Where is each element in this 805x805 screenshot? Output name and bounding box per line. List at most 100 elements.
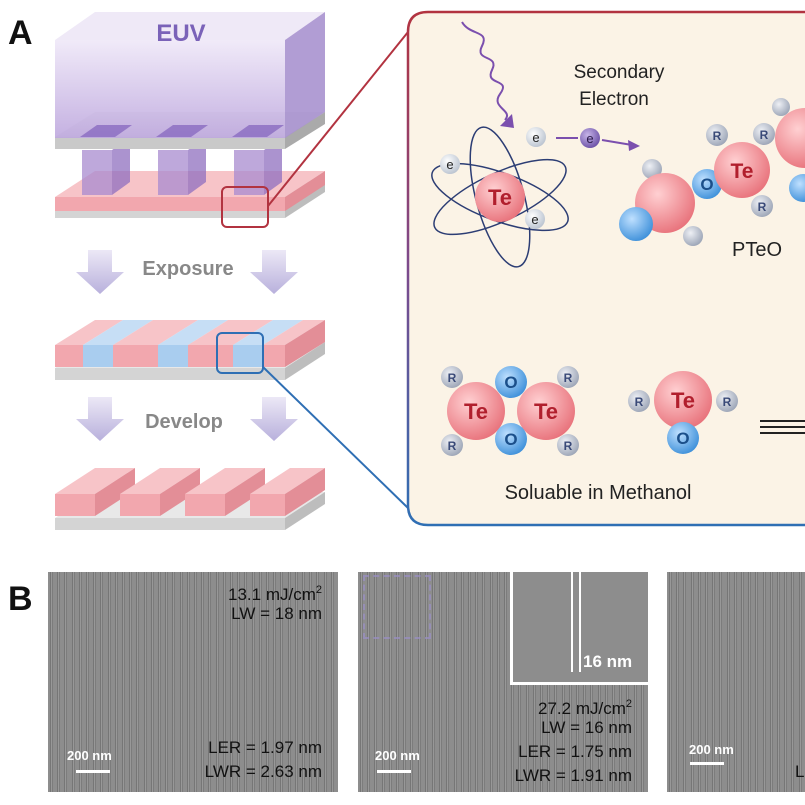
monomer-molecule: R R Te O (628, 371, 738, 454)
dimer-o-symbol-2: O (504, 430, 517, 449)
monomer-o-symbol: O (676, 429, 689, 448)
sem-line-texture (712, 572, 716, 792)
connector-blue (262, 366, 409, 509)
sem3-scale-bar (690, 762, 724, 765)
sem-line-texture (367, 572, 371, 792)
sem-line-texture (143, 572, 147, 792)
sem-line-texture (705, 572, 708, 792)
sem-line-texture (784, 572, 788, 792)
sem-line-texture (669, 572, 672, 792)
sem1-dose: 13.1 mJ/cm (228, 584, 316, 604)
sem1-lwr: LWR = 2.63 nm (204, 762, 322, 781)
sem-line-texture (230, 572, 233, 792)
panel-b-label: B (8, 580, 33, 618)
sem-line-texture (122, 572, 125, 792)
sem-line-texture (93, 572, 97, 792)
sem-line-texture (50, 572, 53, 792)
sem1-scale-label: 200 nm (67, 748, 112, 763)
sem-line-texture (100, 572, 104, 792)
sem-line-texture (798, 572, 802, 792)
sem2-lwr: LWR = 1.91 nm (514, 766, 632, 785)
connector-red (267, 31, 409, 207)
sem-line-texture (403, 572, 407, 792)
sem-line-texture (215, 572, 219, 792)
sem-line-texture (251, 572, 255, 792)
sem-line-texture (194, 572, 197, 792)
sem-line-texture (496, 572, 500, 792)
sem-line-texture (791, 572, 795, 792)
sem-line-texture (186, 572, 190, 792)
sem-line-texture (330, 572, 334, 792)
sem-line-texture (309, 572, 313, 792)
sem-line-texture (360, 572, 363, 792)
sem-line-texture (676, 572, 680, 792)
euv-label: EUV (156, 20, 205, 47)
emitted-electron-symbol: e (586, 131, 593, 146)
sem2-inset-line-2 (579, 572, 581, 672)
sem2-inset-line-1 (571, 572, 573, 672)
sem1-dose-sup: 2 (315, 584, 322, 596)
sem-line-texture (432, 572, 435, 792)
sem-line-texture (294, 572, 298, 792)
sem-line-texture (733, 572, 737, 792)
secondary-electron-line1: Secondary (574, 62, 665, 83)
r-symbol-7: R (564, 439, 573, 453)
te-atom-symbol: Te (488, 185, 512, 210)
exposure-step: Exposure (76, 250, 298, 294)
sem-line-texture (460, 572, 464, 792)
electron-symbol-3: e (531, 212, 538, 227)
sem-line-texture (439, 572, 443, 792)
sem-line-texture (244, 572, 248, 792)
monomer-te-symbol: Te (671, 388, 695, 413)
sem-line-texture (136, 572, 140, 792)
sem-line-texture (769, 572, 773, 792)
r-symbol-4: R (448, 371, 457, 385)
electron-symbol-1: e (532, 130, 539, 145)
zoom-box-blue (216, 332, 264, 374)
stage-exposed (55, 320, 325, 380)
sem-line-texture (201, 572, 205, 792)
equivalence-sign (760, 420, 805, 434)
sem2-ler: LER = 1.75 nm (518, 742, 632, 761)
sem-line-texture (683, 572, 687, 792)
sem2-scale-label: 200 nm (375, 748, 420, 763)
sem-line-texture (150, 572, 154, 792)
sem-line-texture (446, 572, 450, 792)
sem1-ler: LER = 1.97 nm (208, 738, 322, 757)
sem-line-texture (57, 572, 61, 792)
te-atom-diagram: Te e e e (431, 126, 569, 268)
sem-line-texture (482, 572, 486, 792)
sem-line-texture (222, 572, 226, 792)
dimer-te-symbol-1: Te (464, 399, 488, 424)
sem2-lw: LW = 16 nm (541, 718, 632, 737)
sem-line-texture (697, 572, 701, 792)
stage-developed (55, 468, 325, 530)
sem-line-texture (129, 572, 133, 792)
sem-line-texture (374, 572, 378, 792)
sem-line-texture (396, 572, 399, 792)
sem-image-1: 13.1 mJ/cm2 LW = 18 nm LER = 1.97 nm LWR… (48, 572, 338, 792)
sem-line-texture (748, 572, 752, 792)
sem-line-texture (280, 572, 284, 792)
pteo-te-symbol: Te (731, 160, 754, 183)
sem-line-texture (468, 572, 471, 792)
sem-line-texture (266, 572, 269, 792)
sem-line-texture (114, 572, 118, 792)
dimer-o-symbol-1: O (504, 373, 517, 392)
develop-step: Develop (76, 397, 298, 441)
pteo-molecule: R R Te O R PTeO (619, 98, 805, 261)
soluble-label: Soluable in Methanol (505, 482, 692, 504)
sem-line-texture (381, 572, 385, 792)
sem2-inset: 16 nm (510, 572, 648, 685)
secondary-electron-line2: Electron (579, 89, 649, 110)
sem-line-texture (179, 572, 183, 792)
sem-line-texture (258, 572, 262, 792)
sem-line-texture (86, 572, 89, 792)
mechanism-panel: Secondary Electron Te e e e e R (406, 10, 805, 527)
stage-exposure-setup: EUV (55, 12, 325, 228)
r-symbol-6: R (448, 439, 457, 453)
sem-line-texture (424, 572, 428, 792)
sem-line-texture (762, 572, 766, 792)
develop-label: Develop (145, 411, 223, 433)
